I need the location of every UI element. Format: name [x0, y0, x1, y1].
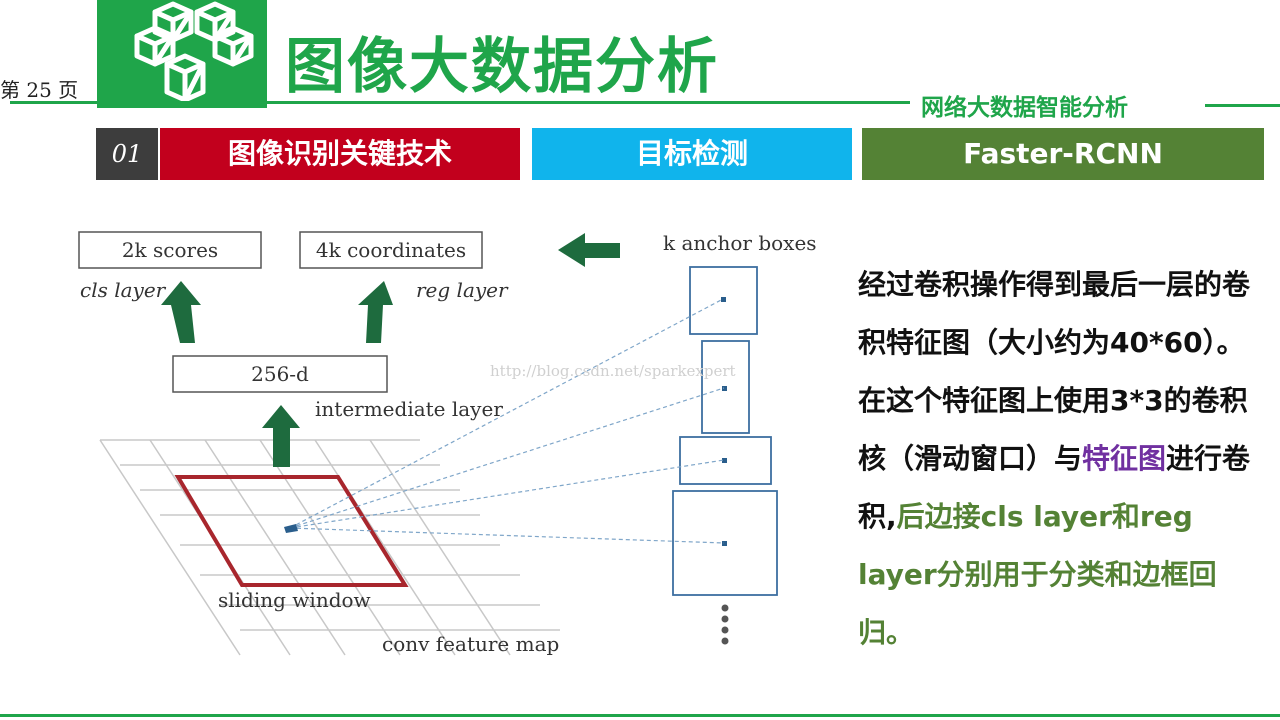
coordinates-box	[299, 231, 483, 269]
feature-map-label: conv feature map	[382, 632, 559, 656]
reg-layer-label: reg layer	[416, 278, 509, 302]
intermediate-box-label: 256-d	[251, 362, 309, 386]
tab-image-recognition[interactable]: 图像识别关键技术	[160, 128, 520, 180]
description-highlight-featuremap: 特征图	[1082, 442, 1167, 475]
arrow-left	[558, 233, 620, 267]
header-divider	[10, 101, 910, 104]
footer-divider	[0, 714, 1280, 717]
section-number: 01	[96, 128, 158, 180]
page-title: 图像大数据分析	[285, 32, 719, 102]
arrow-up-reg	[358, 281, 393, 343]
rpn-diagram: 2k scores 4k coordinates 256-d cls layer…	[78, 231, 817, 656]
arrow-up-intermediate	[262, 405, 300, 467]
page-subtitle: 网络大数据智能分析	[921, 95, 1128, 121]
cube-stack-icon	[134, 1, 254, 103]
description-text: 经过卷积操作得到最后一层的卷积特征图（大小约为40*60）。在这个特征图上使用3…	[858, 256, 1258, 662]
description-part1: 经过卷积操作得到最后一层的卷积特征图（大小约为40*60）。在这个特征图上使用3…	[858, 268, 1251, 475]
header-divider-right	[1205, 104, 1280, 107]
sliding-window-box	[174, 475, 409, 587]
description-highlight-green: 后边接cls layer和reg layer分别用于分类和边框回归。	[858, 500, 1217, 649]
anchor-boxes-label: k anchor boxes	[663, 231, 817, 255]
feature-map-grid	[99, 439, 560, 656]
scores-label: 2k scores	[122, 238, 218, 262]
tab-object-detection[interactable]: 目标检测	[532, 128, 852, 180]
arrows	[161, 233, 620, 467]
sliding-window-center	[284, 524, 298, 533]
tab-faster-rcnn[interactable]: Faster-RCNN	[862, 128, 1264, 180]
intermediate-layer-label: intermediate layer	[315, 397, 503, 421]
watermark: http://blog.csdn.net/sparkexpert	[490, 362, 736, 380]
arrow-up-cls	[161, 281, 201, 343]
projection-lines	[289, 298, 725, 544]
description-part3: 进行卷积,	[858, 442, 1251, 533]
cls-layer-label: cls layer	[80, 278, 167, 302]
more-anchors-dots	[721, 604, 729, 645]
scores-box	[78, 231, 262, 269]
coordinates-label: 4k coordinates	[316, 238, 466, 262]
logo	[97, 0, 267, 108]
intermediate-box	[172, 355, 388, 393]
anchor-boxes	[672, 266, 778, 596]
sliding-window-label: sliding window	[218, 588, 371, 612]
anchor-centers	[721, 297, 727, 546]
page-number: 第 25 页	[0, 78, 79, 102]
